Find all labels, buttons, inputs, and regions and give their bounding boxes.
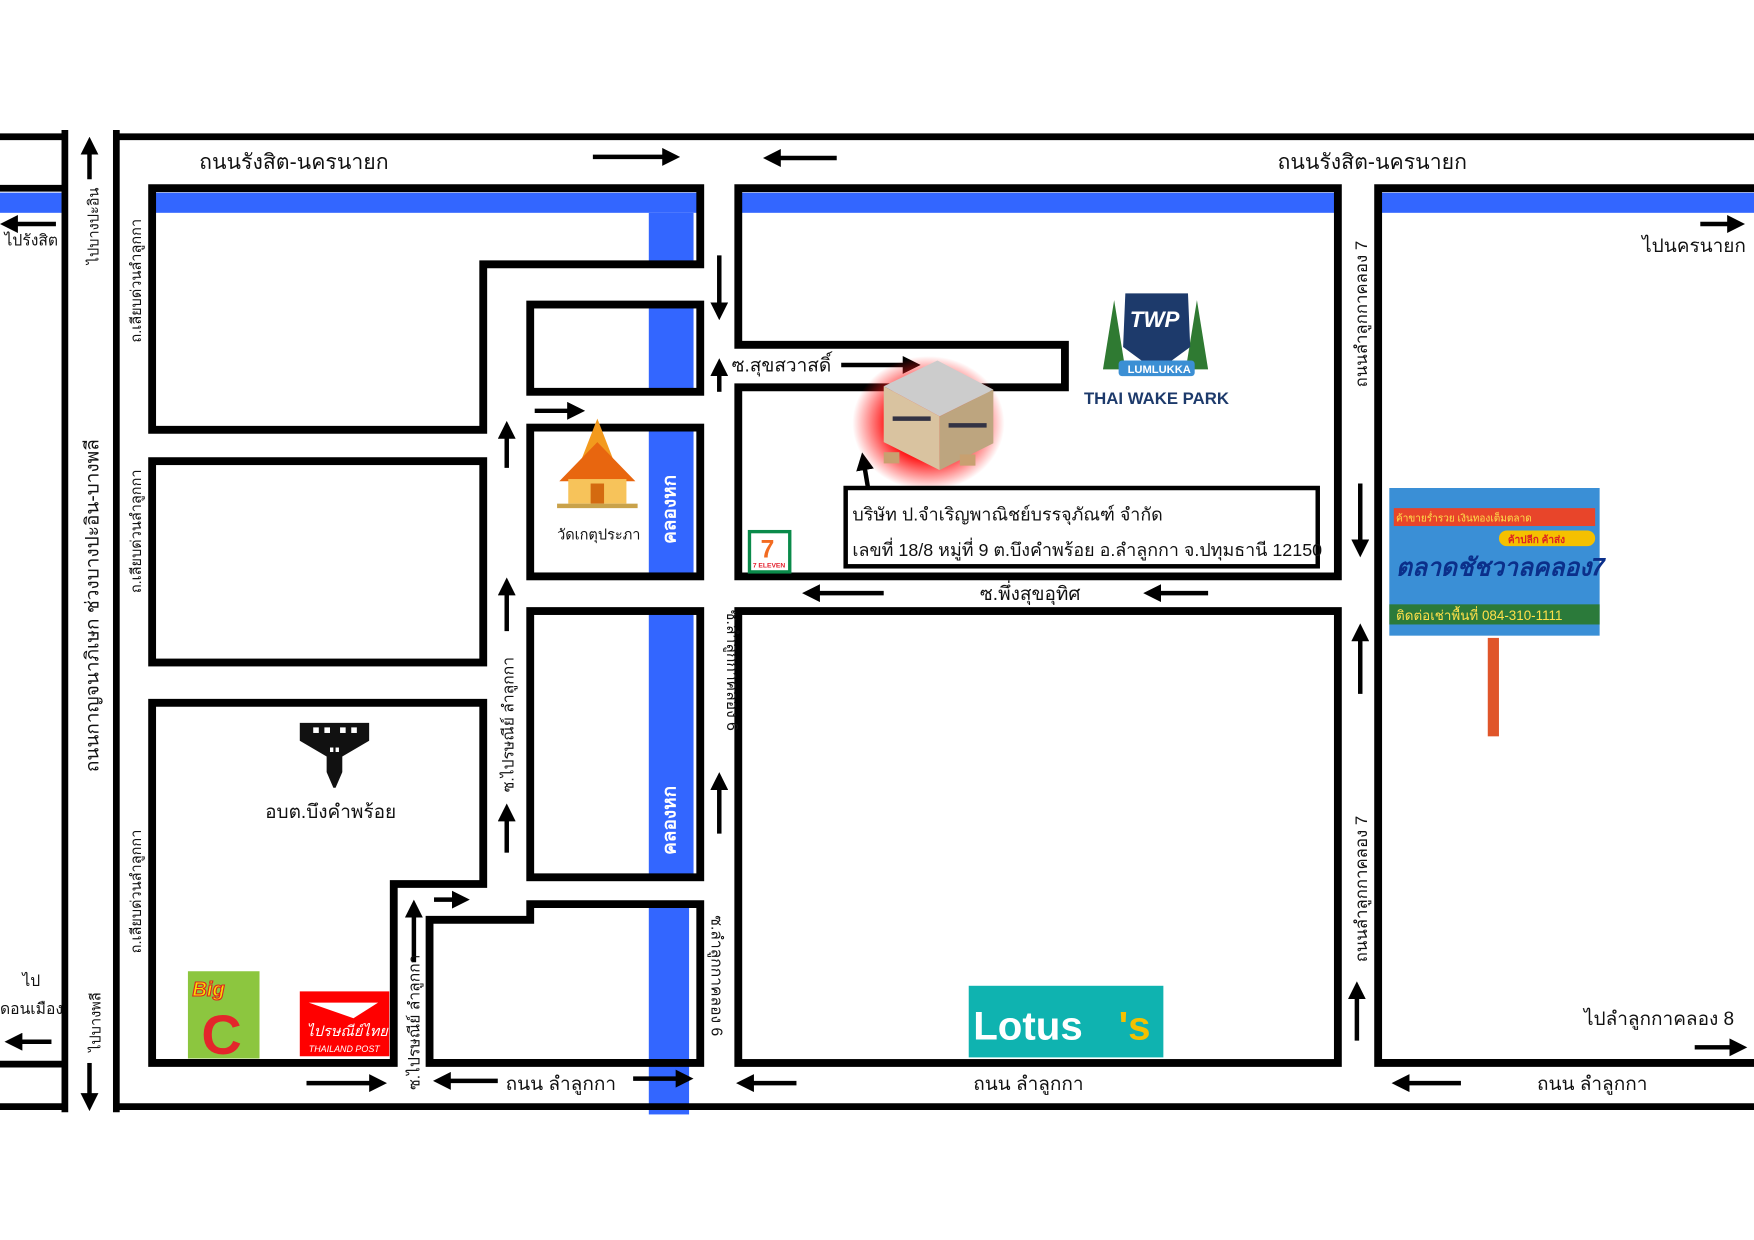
government-building-icon [299,722,370,788]
temple-label: วัดเกตุประภา [557,527,640,543]
company-address: เลขที่ 18/8 หมู่ที่ 9 ต.บึงคำพร้อย อ.ลำล… [852,537,1322,561]
obt-label: อบต.บึงคำพร้อย [265,802,396,823]
seven-eleven-logo: 7 7 ELEVEN [747,529,792,574]
billboard-title: ตลาดชัชวาลคลอง7 [1396,554,1606,581]
road-label-kanchanaphisek: ถนนกาญจนาภิเษก ช่วงบางปะอิน-บางพลี [81,439,103,772]
company-warehouse-icon [852,356,1005,491]
thailand-post-logo: ไปรษณีย์ไทย THAILAND POST [299,991,390,1057]
thai-wake-park-logo: TWP LUMLUKKA [1102,293,1209,377]
bigc-text-big: Big [192,979,224,1001]
svg-text:7: 7 [761,536,775,563]
road-label-frontage-1: ถ.เลียบด่วนลำลูกกา [128,219,145,343]
road-outlines [0,130,1754,1113]
canal-label-2: คลองหก [660,786,681,855]
company-name: บริษัท ป.จำเริญพาณิชย์บรรจุภัณฑ์ จำกัด [852,504,1162,525]
road-label-lam-luk-ka-7-b: ถนนลำลูกกาคลอง 7 [1352,816,1372,962]
label-to-nakhon-nayok: ไปนครนายก [1640,235,1746,257]
lotus-s-text: 's [1119,1003,1151,1048]
label-to-rangsit: ไปรังสิต [2,230,58,249]
lotuss-logo: Lotus 's [968,985,1164,1058]
city-blocks [148,184,1754,1067]
label-to-bang-phli: ไปบางพลี [87,992,105,1053]
company-address-box [843,485,1320,569]
road-label-lam-luk-ka-2: ถนน ลำลูกกา [973,1074,1083,1095]
canal-label-1: คลองหก [660,475,681,544]
road-label-frontage-3: ถ.เลียบด่วนลำลูกกา [128,830,145,954]
road-label-lam-luk-ka-7-a: ถนนลำลูกกาคลอง 7 [1352,241,1372,387]
billboard-top-text: ค้าขายร่ำรวย เงินทองเต็มตลาด [1396,511,1532,525]
wakepark-label: THAI WAKE PARK [1084,389,1229,408]
temple-icon [557,418,638,509]
road-label-soi-praisani-1: ซ.ไปรษณีย์ ลำลูกกา [498,657,518,792]
label-to-bang-pa-in: ไปบางปะอิน [84,188,102,266]
road-label-lam-luk-ka-1: ถนน ลำลูกกา [506,1074,616,1095]
label-to-don-mueang-1: ไป [20,971,40,990]
seven-eleven-text: 7 ELEVEN [753,562,786,569]
road-label-lam-luk-ka-3: ถนน ลำลูกกา [1537,1074,1647,1095]
lotus-text: Lotus [973,1003,1083,1048]
road-label-soi-6-a: ซ.ลำลูกกาคลอง 6 [722,610,740,731]
road-label-rangsit-right: ถนนรังสิต-นครนายก [1277,150,1467,174]
road-label-rangsit-left: ถนนรังสิต-นครนายก [199,150,389,174]
billboard-contact: ติดต่อเช่าพื้นที่ 084-310-1111 [1396,606,1562,623]
post-en-text: THAILAND POST [309,1044,381,1054]
road-label-soi-praisani-2: ซ.ไปรษณีย์ ลำลูกกา [404,955,424,1090]
bigc-text-c: C [201,1003,241,1066]
road-label-soi-suksawat: ซ.สุขสวาสดิ์ [732,351,834,378]
label-to-lam-luk-ka-8: ไปลำลูกกาคลอง 8 [1582,1008,1734,1030]
billboard-badge-text: ค้าปลีก ค้าส่ง [1508,534,1565,546]
road-label-soi-6-b: ซ.ลำลูกกาคลอง 6 [706,915,724,1036]
canal [0,192,1754,1115]
road-label-soi-phueng-suk: ซ.พึ่งสุขอุทิศ [980,580,1081,606]
wakepark-badge-text: LUMLUKKA [1128,364,1191,376]
road-label-frontage-2: ถ.เลียบด่วนลำลูกกา [128,469,145,593]
big-c-logo: Big C [187,971,260,1066]
label-to-don-mueang-2: ดอนเมือง [0,1000,63,1018]
market-billboard: ค้าขายร่ำรวย เงินทองเต็มตลาด ค้าปลีก ค้า… [1389,488,1606,737]
post-th-text: ไปรษณีย์ไทย [307,1022,390,1040]
wakepark-logo-text: TWP [1130,307,1180,332]
